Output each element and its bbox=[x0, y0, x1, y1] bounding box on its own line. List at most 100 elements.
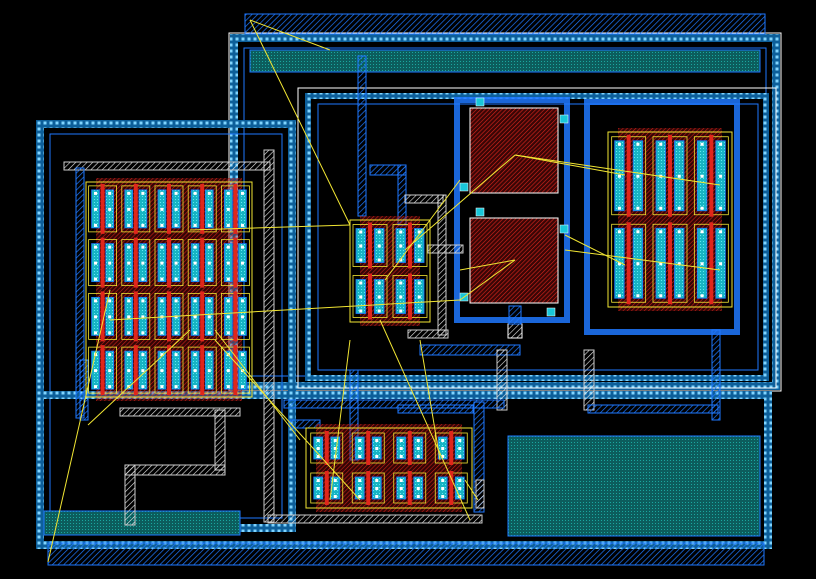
transistor-cell[interactable] bbox=[121, 183, 151, 234]
gate-poly bbox=[100, 291, 105, 342]
contact bbox=[141, 299, 145, 303]
contact bbox=[441, 487, 445, 490]
transistor-cell[interactable] bbox=[187, 345, 217, 396]
capacitor-array[interactable] bbox=[459, 97, 569, 339]
contact bbox=[127, 245, 131, 249]
array-outline bbox=[349, 219, 431, 323]
contact bbox=[174, 223, 178, 227]
gate-poly bbox=[668, 134, 672, 217]
contact bbox=[417, 258, 421, 262]
transistor-cell[interactable] bbox=[88, 237, 117, 288]
contact bbox=[358, 479, 362, 482]
transistor-cell[interactable] bbox=[351, 431, 385, 465]
transistor-cell[interactable] bbox=[352, 273, 388, 320]
contact bbox=[399, 258, 403, 262]
contact bbox=[399, 230, 403, 234]
contact bbox=[358, 495, 362, 498]
contact bbox=[636, 262, 640, 266]
contact bbox=[141, 385, 145, 389]
transistor-cell[interactable] bbox=[220, 345, 250, 396]
contact bbox=[617, 174, 621, 178]
array-outline bbox=[85, 181, 253, 398]
contact bbox=[94, 261, 98, 265]
contact bbox=[174, 261, 178, 265]
transistor-cell[interactable] bbox=[154, 183, 184, 234]
gate-poly bbox=[133, 183, 138, 234]
contact bbox=[359, 258, 363, 262]
transistor-cell[interactable] bbox=[693, 134, 729, 217]
right-transistor-array[interactable] bbox=[607, 128, 733, 311]
contact bbox=[458, 455, 462, 458]
transistor-cell[interactable] bbox=[611, 134, 647, 217]
gate-poly bbox=[368, 273, 372, 320]
transistor-cell[interactable] bbox=[154, 237, 184, 288]
transistor-cell[interactable] bbox=[434, 471, 468, 505]
left-transistor-array[interactable] bbox=[85, 178, 253, 401]
contact bbox=[441, 455, 445, 458]
contact bbox=[636, 206, 640, 210]
transistor-cell[interactable] bbox=[693, 222, 729, 305]
transistor-cell[interactable] bbox=[187, 291, 217, 342]
contact bbox=[375, 447, 379, 450]
transistor-cell[interactable] bbox=[310, 431, 344, 465]
contact bbox=[377, 230, 381, 234]
transistor-cell[interactable] bbox=[121, 237, 151, 288]
transistor-cell[interactable] bbox=[351, 471, 385, 505]
contact bbox=[659, 142, 663, 146]
contact bbox=[193, 245, 197, 249]
transistor-cell[interactable] bbox=[88, 345, 117, 396]
transistor-cell[interactable] bbox=[121, 345, 151, 396]
transistor-cell[interactable] bbox=[154, 345, 184, 396]
contact bbox=[108, 353, 112, 357]
transistor-cell[interactable] bbox=[392, 273, 428, 320]
transistor-arrays[interactable] bbox=[85, 128, 733, 512]
contact bbox=[240, 299, 244, 303]
contact bbox=[141, 223, 145, 227]
contact bbox=[333, 439, 337, 442]
transistor-cell[interactable] bbox=[434, 431, 468, 465]
contact bbox=[377, 281, 381, 285]
contact bbox=[316, 495, 320, 498]
contact bbox=[94, 369, 98, 373]
gate-poly bbox=[100, 237, 105, 288]
contact bbox=[240, 385, 244, 389]
contact bbox=[441, 447, 445, 450]
transistor-cell[interactable] bbox=[88, 291, 117, 342]
contact bbox=[636, 174, 640, 178]
transistor-cell[interactable] bbox=[310, 471, 344, 505]
transistor-cell[interactable] bbox=[393, 431, 427, 465]
transistor-cell[interactable] bbox=[220, 291, 250, 342]
transistor-cell[interactable] bbox=[393, 471, 427, 505]
contact bbox=[207, 207, 211, 211]
transistor-cell[interactable] bbox=[187, 237, 217, 288]
contact bbox=[141, 353, 145, 357]
transistor-cell[interactable] bbox=[220, 237, 250, 288]
contact bbox=[141, 245, 145, 249]
contact bbox=[719, 174, 723, 178]
contact bbox=[193, 331, 197, 335]
contact bbox=[700, 206, 704, 210]
transistor-cell[interactable] bbox=[187, 183, 217, 234]
transistor-cell[interactable] bbox=[352, 222, 388, 269]
transistor-cell[interactable] bbox=[121, 291, 151, 342]
array-outline bbox=[607, 131, 733, 308]
contact bbox=[127, 207, 131, 211]
transistor-cell[interactable] bbox=[220, 183, 250, 234]
contact bbox=[719, 294, 723, 298]
gate-poly bbox=[449, 431, 454, 465]
contact bbox=[399, 439, 403, 442]
contact bbox=[127, 299, 131, 303]
center-transistor-array[interactable] bbox=[349, 216, 431, 326]
contact bbox=[160, 191, 164, 195]
contact bbox=[377, 309, 381, 313]
contact bbox=[141, 261, 145, 265]
gate-poly bbox=[200, 345, 205, 396]
bottom-transistor-array[interactable] bbox=[305, 424, 473, 512]
contact bbox=[377, 295, 381, 299]
contact bbox=[108, 223, 112, 227]
transistor-cell[interactable] bbox=[611, 222, 647, 305]
ratsnest-lines bbox=[47, 19, 721, 563]
transistor-cell[interactable] bbox=[88, 183, 117, 234]
